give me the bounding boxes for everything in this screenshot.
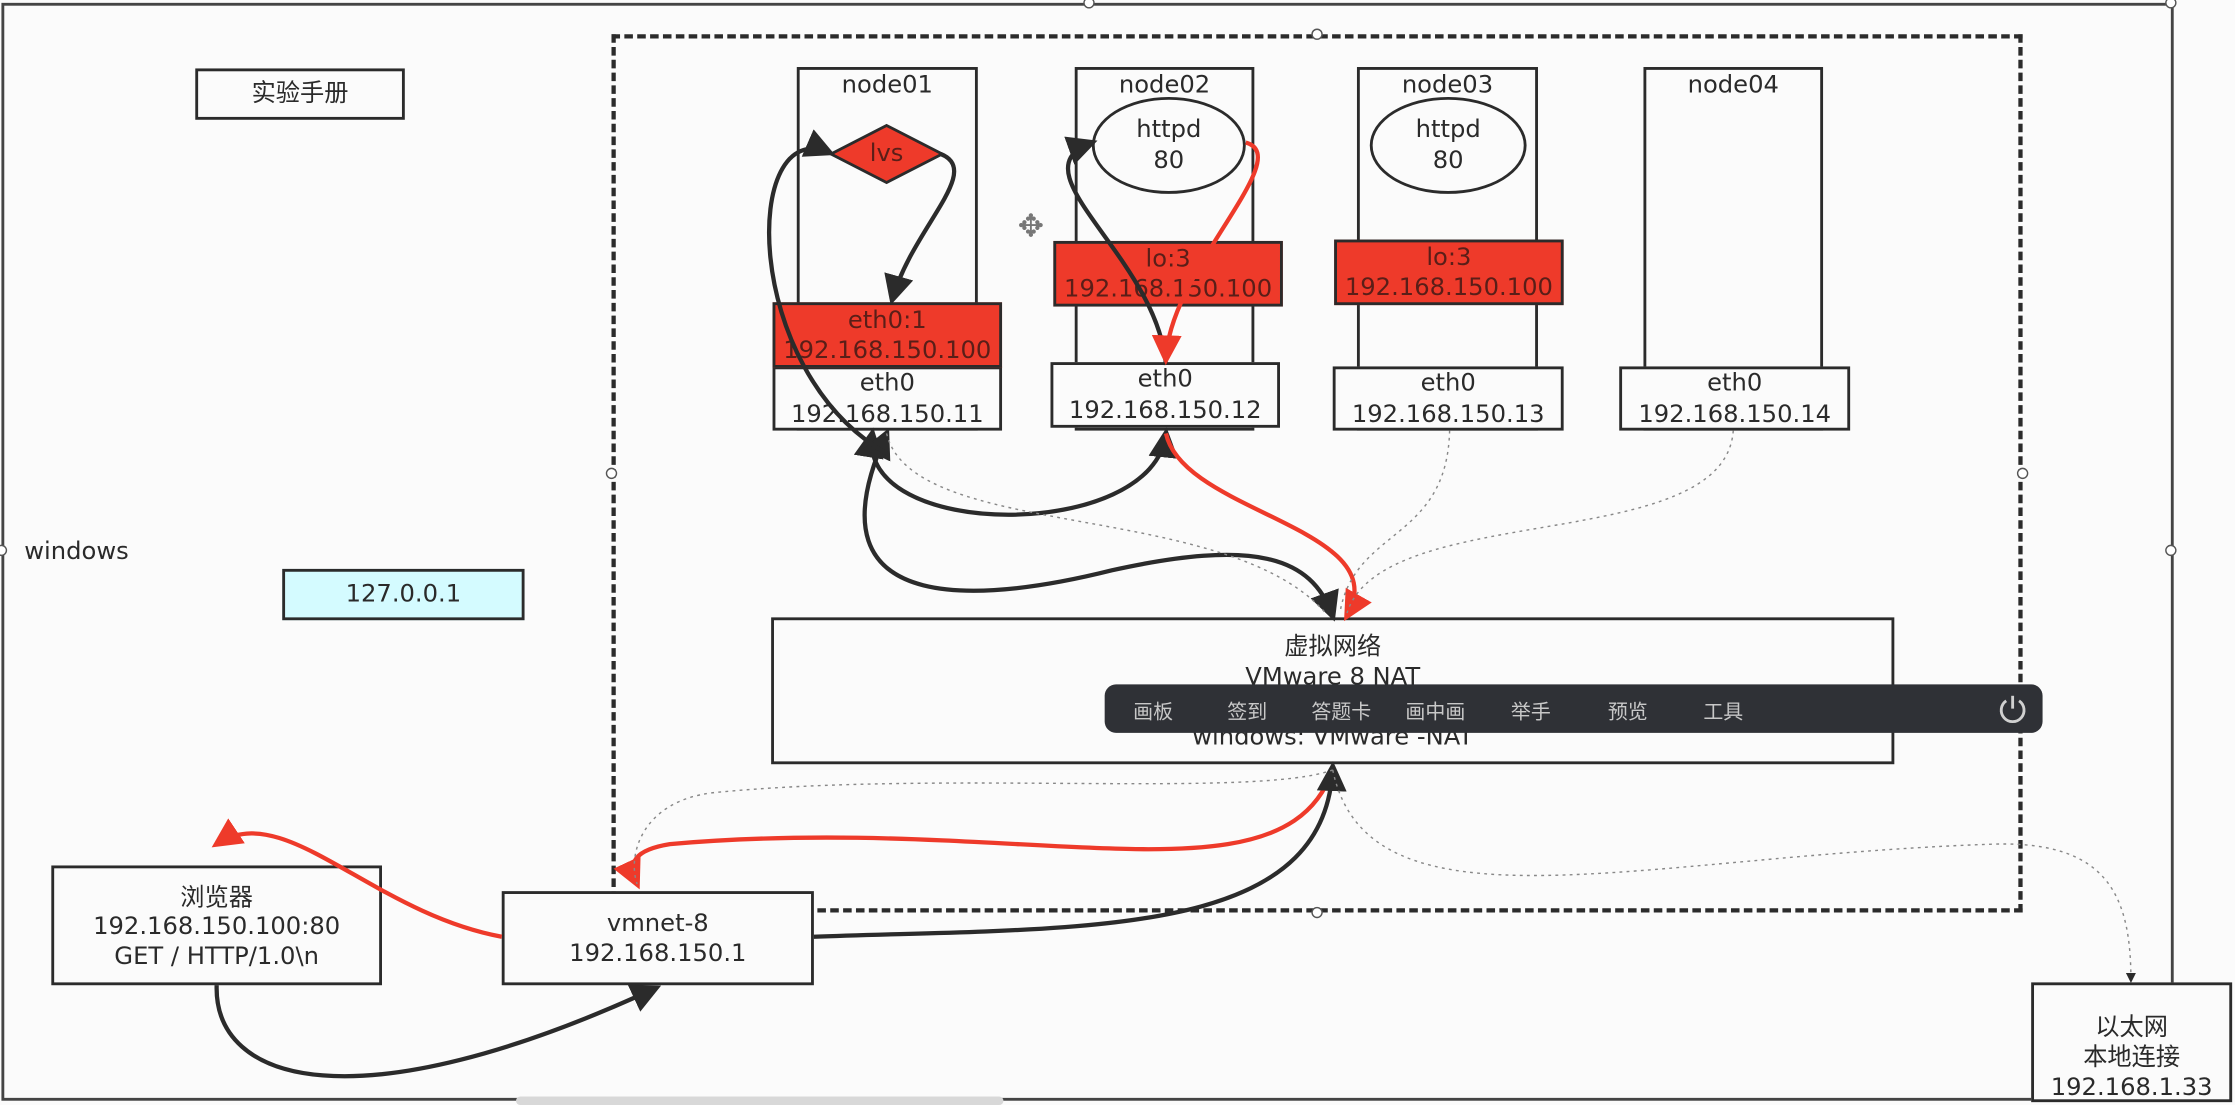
node03-eth0-ip: 192.168.150.13 — [1351, 400, 1545, 430]
node02-httpd-label: httpd — [1136, 115, 1202, 145]
resize-handle-left[interactable] — [0, 544, 8, 557]
node02-lo-bar — [1053, 240, 1283, 307]
toolbar-tools[interactable]: 工具 — [1703, 701, 1744, 725]
node01-vip-label: eth0:1 — [847, 306, 927, 336]
toolbar-board[interactable]: 画板 — [1133, 701, 1174, 725]
toolbar-answer-card[interactable]: 答题卡 — [1311, 701, 1372, 725]
dotted-node03-vnet — [1339, 430, 1451, 614]
link-node01-eth0-to-lvs — [766, 129, 888, 456]
browser-title: 浏览器 — [180, 884, 254, 913]
link-browser-to-vmnet — [214, 984, 662, 1079]
move-cursor-icon: ✥ — [1017, 209, 1045, 246]
resize-handle-top[interactable] — [1083, 0, 1095, 9]
node02-eth0-ip: 192.168.150.12 — [1068, 396, 1262, 425]
node04-eth0-box — [1619, 366, 1851, 431]
lab-manual-button[interactable] — [195, 68, 405, 120]
dotted-node04-vnet — [1346, 430, 1734, 614]
link-vmnet-to-browser-red — [211, 818, 503, 939]
ethernet-ip: 192.168.1.33 — [2050, 1073, 2213, 1103]
link-node02-eth0-to-httpd — [1064, 136, 1169, 366]
dotted-vnet-ethernet — [1332, 769, 2136, 983]
dotted-node01-vnet — [885, 433, 1327, 614]
vmnet8-label: vmnet-8 — [606, 909, 709, 939]
loopback-box — [282, 568, 525, 621]
node03-lo-ip: 192.168.150.100 — [1344, 273, 1553, 303]
ethernet-subtitle: 本地连接 — [2083, 1043, 2181, 1073]
loopback-ip: 127.0.0.1 — [345, 580, 462, 609]
node02-lo-ip: 192.168.150.100 — [1064, 275, 1273, 304]
cluster-handle-left[interactable] — [605, 467, 618, 480]
floating-toolbar: 画板 签到 答题卡 画中画 举手 预览 工具 — [1104, 684, 2043, 733]
node02-title: node02 — [1118, 71, 1211, 100]
node01-vip-ip: 192.168.150.100 — [783, 336, 992, 366]
dotted-vnet-vmnet — [633, 769, 1333, 885]
link-node01-to-node02 — [853, 427, 1179, 517]
vmnet8-ip: 192.168.150.1 — [569, 939, 747, 969]
toolbar-signin[interactable]: 签到 — [1227, 701, 1268, 725]
node01-title: node01 — [841, 71, 933, 100]
horizontal-scrollbar[interactable] — [515, 1096, 1004, 1105]
link-httpd-to-node02-eth0-red — [1151, 140, 1261, 366]
link-vnet-to-vmnet-red — [613, 769, 1335, 890]
link-lvs-to-vip — [884, 152, 957, 306]
node01-eth0-label: eth0 — [859, 369, 915, 398]
link-vmnet-to-vnet — [813, 761, 1347, 939]
node03-title: node03 — [1401, 71, 1494, 100]
node03-eth0-label: eth0 — [1420, 369, 1476, 398]
lvs-label: lvs — [869, 139, 904, 169]
node04-eth0-label: eth0 — [1707, 369, 1763, 398]
node03-eth0-box — [1332, 366, 1564, 431]
cluster-handle-right[interactable] — [2016, 467, 2029, 480]
ethernet-box — [2031, 982, 2233, 1103]
toolbar-preview[interactable]: 预览 — [1607, 701, 1648, 725]
node02-httpd-port: 80 — [1153, 146, 1185, 176]
windows-label: windows — [24, 537, 129, 567]
lab-manual-label: 实验手册 — [251, 79, 349, 109]
link-node01-to-vnet — [862, 427, 1339, 622]
node01-eth0-ip: 192.168.150.11 — [790, 400, 984, 430]
cluster-handle-top[interactable] — [1311, 28, 1323, 40]
cluster-handle-bottom[interactable] — [1311, 906, 1323, 919]
node03-lo-label: lo:3 — [1426, 243, 1472, 273]
browser-request: GET / HTTP/1.0\n — [114, 942, 319, 971]
vmnet8-box — [501, 891, 814, 986]
node02-lo-label: lo:3 — [1145, 245, 1191, 274]
node03-httpd-port: 80 — [1432, 146, 1464, 176]
browser-box — [51, 865, 383, 986]
node02-eth0-label: eth0 — [1137, 365, 1193, 394]
node03-httpd-label: httpd — [1415, 115, 1481, 145]
resize-handle-top-right[interactable] — [2165, 0, 2177, 9]
node03-httpd-ellipse — [1369, 96, 1527, 194]
node03-lo-bar — [1334, 239, 1564, 306]
toolbar-raise-hand[interactable]: 举手 — [1510, 701, 1551, 725]
node04-title: node04 — [1687, 71, 1779, 100]
node04-eth0-ip: 192.168.150.14 — [1638, 400, 1832, 430]
browser-target: 192.168.150.100:80 — [93, 912, 341, 942]
power-icon[interactable] — [1997, 693, 2028, 724]
resize-handle-right[interactable] — [2165, 544, 2177, 557]
toolbar-picture-in-picture[interactable]: 画中画 — [1405, 701, 1466, 725]
link-node02-to-vnet-red — [1163, 432, 1372, 622]
virtual-network-title: 虚拟网络 — [1284, 633, 1382, 662]
ethernet-title: 以太网 — [2095, 1013, 2169, 1043]
node01-vip-bar — [772, 302, 1003, 368]
